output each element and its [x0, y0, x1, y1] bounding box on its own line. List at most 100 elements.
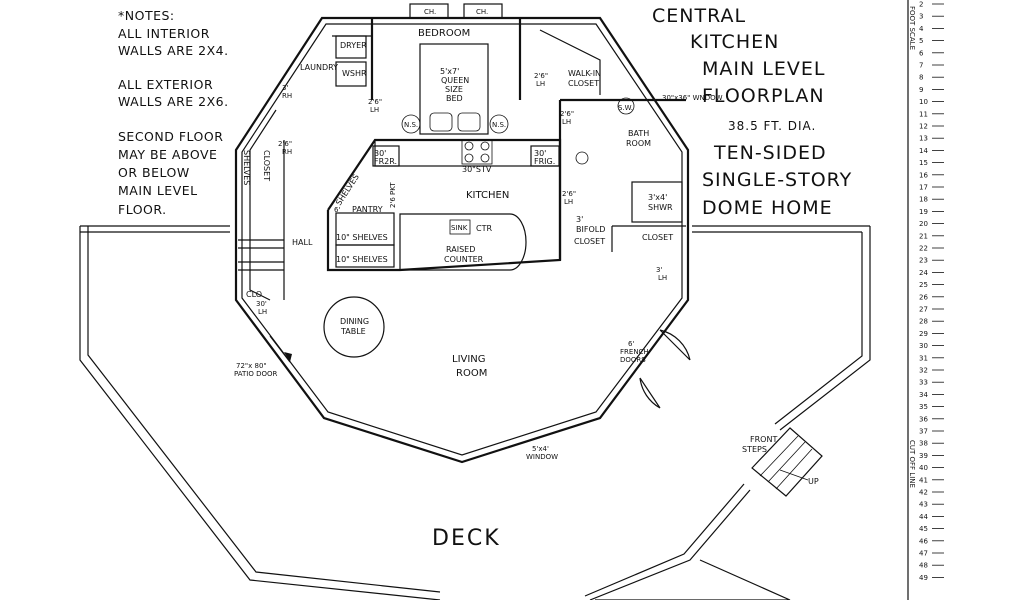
- shelves-vertical-label: SHELVES: [242, 150, 251, 185]
- scale-number: 49: [919, 574, 928, 582]
- notes-line: OR BELOW: [118, 165, 190, 180]
- scale-number: 11: [919, 110, 928, 118]
- kitchen-core: 30' FR2R. 30' FRIG. 30"STV KITCHEN PANTR…: [326, 138, 562, 272]
- door-label: 2'6": [562, 190, 576, 198]
- notes-line: ALL EXTERIOR: [118, 77, 213, 92]
- bath-label: BATH: [628, 129, 649, 138]
- shower-label: 3'x4': [648, 193, 667, 202]
- scale-number: 16: [919, 171, 928, 179]
- foot-scale: FOOT SCALE CUT OFF LINE 2345678910111213…: [907, 0, 944, 600]
- fr2r-label: 30': [374, 149, 386, 158]
- french-doors-label: 6': [628, 340, 634, 348]
- notes-line: FLOOR.: [118, 202, 167, 217]
- closet-label: CLOSET: [642, 233, 673, 242]
- notes-line: MAIN LEVEL: [118, 183, 198, 198]
- dryer-label: DRYER: [340, 41, 367, 50]
- bed-label: SIZE: [445, 85, 463, 94]
- chair-label: CH.: [476, 8, 488, 16]
- window-label: 30"x36" WNDOW: [662, 94, 723, 102]
- deck-outline-right: [595, 559, 791, 600]
- bedroom-label: BEDROOM: [418, 28, 470, 39]
- deck-label: DECK: [432, 526, 501, 551]
- scale-number: 26: [919, 293, 928, 301]
- scale-number: 9: [919, 86, 923, 94]
- door-label: 2'6": [278, 140, 292, 148]
- patio-door-label: 72"x 80": [236, 362, 267, 370]
- scale-number: 43: [919, 501, 928, 509]
- scale-label-top: FOOT SCALE: [908, 6, 916, 50]
- living-room-label: ROOM: [456, 368, 487, 379]
- scale-number: 27: [919, 306, 928, 314]
- door-label: 2'6": [560, 110, 574, 118]
- door-label: 3': [282, 84, 288, 92]
- laundry-label: LAUNDRY: [300, 63, 338, 72]
- front-steps-label: FRONT: [750, 435, 777, 444]
- notes-line: ALL INTERIOR: [118, 26, 210, 41]
- closet-vertical-label: CLOSET: [262, 150, 271, 181]
- deck-outline-inner: [87, 226, 441, 593]
- scale-number: 23: [919, 257, 928, 265]
- front-steps-label: STEPS: [742, 445, 767, 454]
- deck-edge: [584, 483, 745, 597]
- scale-number: 17: [919, 184, 928, 192]
- scale-number: 28: [919, 318, 928, 326]
- right-rooms: WALK-IN CLOSET S.W. 30"x36" WNDOW BATH R…: [539, 29, 723, 282]
- up-label: UP: [808, 477, 819, 486]
- scale-number: 25: [919, 281, 928, 289]
- stove-label: 30"STV: [462, 165, 492, 174]
- front-steps: FRONT STEPS UP: [742, 427, 823, 497]
- scale-number: 32: [919, 367, 928, 375]
- hall-label: HALL: [292, 238, 313, 247]
- scale-number: 44: [919, 513, 928, 521]
- door-label: 30': [256, 300, 267, 308]
- diameter-label: 38.5 FT. DIA.: [728, 119, 816, 133]
- french-doors-label: FRENCH: [620, 348, 649, 356]
- bed-label: QUEEN: [441, 76, 469, 85]
- ctr-label: CTR: [476, 224, 492, 233]
- door-label: 2'6": [368, 98, 382, 106]
- scale-number: 8: [919, 74, 923, 82]
- frig-label: FRIG.: [534, 157, 555, 166]
- scale-number: 40: [919, 464, 928, 472]
- bifold-label: 3': [576, 215, 583, 224]
- french-doors-label: DOORS: [620, 356, 646, 364]
- scale-number: 12: [919, 123, 928, 131]
- scale-number: 30: [919, 342, 928, 350]
- notes-line: *NOTES:: [118, 8, 175, 23]
- sink-label: SINK: [451, 224, 468, 232]
- pkt-label: 2'6 PKT: [389, 182, 397, 208]
- door-label: LH: [370, 106, 379, 114]
- scale-number: 6: [919, 49, 924, 57]
- bifold-label: BIFOLD: [576, 225, 605, 234]
- scale-number: 10: [919, 98, 928, 106]
- door-label: LH: [536, 80, 545, 88]
- washer-label: WSHR: [342, 69, 367, 78]
- scale-number: 14: [919, 147, 928, 155]
- scale-number: 22: [919, 245, 928, 253]
- scale-number: 29: [919, 330, 928, 338]
- dining-table-label: DINING: [340, 317, 369, 326]
- title-block: CENTRAL KITCHEN MAIN LEVEL FLOORPLAN 38.…: [652, 5, 851, 219]
- scale-number: 37: [919, 428, 928, 436]
- scale-number: 33: [919, 379, 928, 387]
- scale-number: 2: [919, 1, 923, 9]
- deck-edge: [774, 232, 863, 425]
- left-rooms: SHELVES CLOSET HALL CLO. 30' LH 2'6" RH: [238, 109, 313, 316]
- subtitle-line: DOME HOME: [702, 197, 833, 219]
- frig-label: 30': [534, 149, 546, 158]
- scale-number: 42: [919, 489, 928, 497]
- bed-label: 5'x7': [440, 67, 459, 76]
- scale-number: 24: [919, 269, 928, 277]
- subtitle-line: TEN-SIDED: [713, 142, 827, 164]
- scale-number: 36: [919, 415, 928, 423]
- title-line: FLOORPLAN: [702, 85, 825, 107]
- notes-line: WALLS ARE 2X6.: [118, 94, 229, 109]
- nightstand-label: N.S.: [404, 121, 418, 129]
- scale-number: 39: [919, 452, 928, 460]
- dome-inner-wall: [241, 23, 683, 456]
- notes-block: *NOTES: ALL INTERIOR WALLS ARE 2X4. ALL …: [118, 8, 229, 217]
- shelves-label: 10" SHELVES: [336, 233, 388, 242]
- bifold-label: CLOSET: [574, 237, 605, 246]
- window-label: 5'x4': [532, 445, 549, 453]
- notes-line: SECOND FLOOR: [118, 129, 223, 144]
